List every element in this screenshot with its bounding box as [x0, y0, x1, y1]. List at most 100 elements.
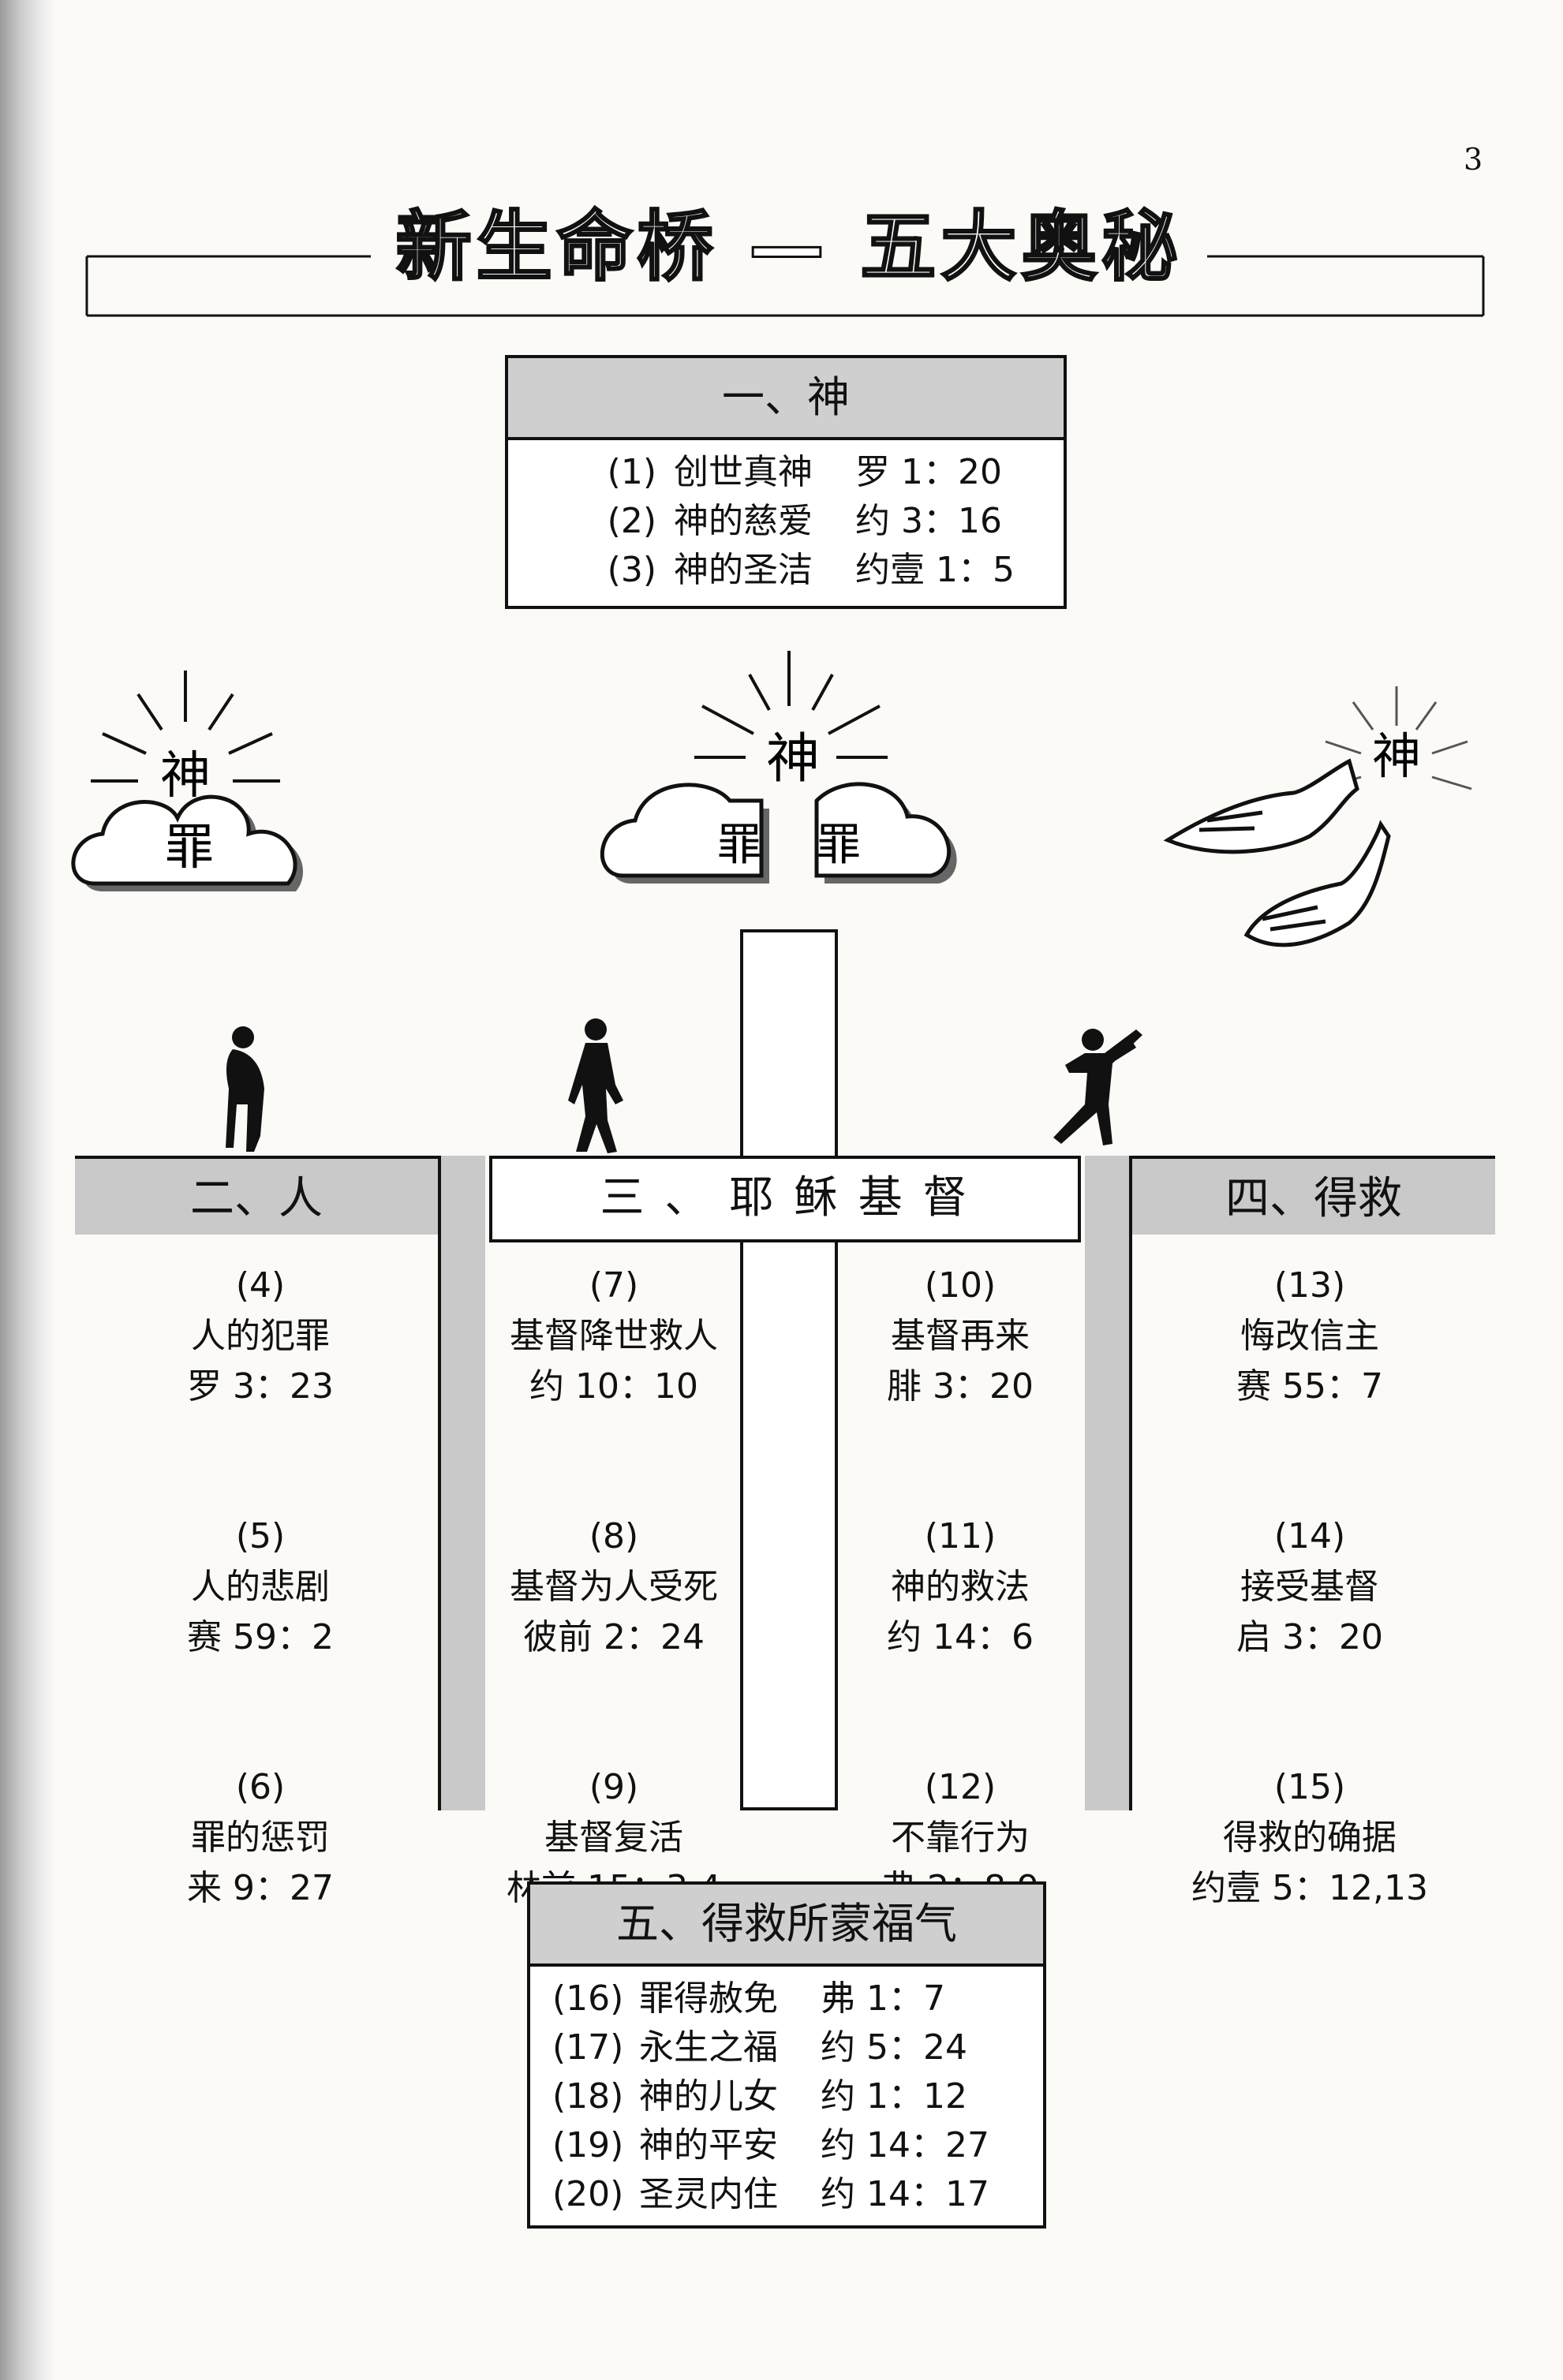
- item-ref: 罗 1：20: [855, 452, 1002, 492]
- list-item: (3)神的圣洁约壹 1：5: [587, 546, 1064, 595]
- item-ref: 启 3：20: [1236, 1617, 1383, 1657]
- god-label: 神: [766, 728, 820, 790]
- hands-icon: [1163, 758, 1391, 947]
- item-number: (13): [1273, 1265, 1346, 1306]
- item-ref: 腓 3：20: [887, 1366, 1034, 1407]
- item-name: 神的圣洁: [674, 550, 813, 590]
- item-ref: 弗 1：7: [821, 1978, 945, 2019]
- section-jesus-list-left: (7) 基督降世救人约 10：10 (8) 基督为人受死彼前 2：24 (9) 基督复…: [489, 1261, 738, 1914]
- item-number: (7): [589, 1265, 639, 1306]
- item-name: 人的犯罪: [191, 1316, 330, 1356]
- item-name: 罪的惩罚: [191, 1818, 330, 1858]
- list-item: (17)永生之福约 5：24: [552, 2023, 1043, 2072]
- item-ref: 约 1：12: [821, 2076, 967, 2117]
- section-blessings-box: 五、得救所蒙福气 (16)罪得赦免弗 1：7 (17)永生之福约 5：24 (1…: [527, 1881, 1046, 2229]
- section-god-box: 一、神 (1)创世真神罗 1：20 (2)神的慈爱约 3：16 (3)神的圣洁约…: [505, 355, 1067, 609]
- item-number: (1): [607, 452, 656, 492]
- light-rays-icon: [694, 651, 888, 759]
- list-item: (13) 悔改信主赛 55：7: [1136, 1261, 1483, 1412]
- list-item: (5) 人的悲剧赛 59：2: [95, 1511, 426, 1663]
- hunched-man-icon: [226, 1026, 264, 1152]
- item-number: (20): [552, 2174, 624, 2214]
- item-name: 人的悲剧: [191, 1567, 330, 1607]
- item-number: (3): [607, 550, 656, 590]
- item-number: (6): [235, 1767, 286, 1807]
- cross-vertical-beam: [740, 929, 838, 1810]
- item-number: (14): [1273, 1516, 1346, 1556]
- list-item: (20) 圣灵内住 约 14：17: [552, 2170, 1043, 2219]
- section-man-list: (4) 人的犯罪罗 3：23 (5) 人的悲剧赛 59：2 (6) 罪的惩罚来 9：2…: [95, 1261, 426, 1914]
- item-name: 得救的确据: [1223, 1818, 1397, 1858]
- item-ref: 约 5：24: [821, 2027, 967, 2068]
- sin-label-broken-left: 罪: [717, 820, 761, 871]
- item-name: 基督复活: [544, 1818, 683, 1858]
- item-number: (12): [924, 1767, 997, 1807]
- right-cliff-wall: [1085, 1156, 1132, 1810]
- item-number: (17): [552, 2027, 624, 2068]
- reaching-man-icon: [1053, 1029, 1142, 1145]
- item-ref: 罗 3：23: [187, 1366, 334, 1407]
- item-name: 悔改信主: [1240, 1316, 1379, 1356]
- list-item: (1) 创世真神 罗 1：20: [587, 448, 1064, 497]
- item-name: 接受基督: [1240, 1567, 1379, 1607]
- list-item: (10) 基督再来腓 3：20: [839, 1261, 1081, 1412]
- left-cliff-top: [75, 1156, 485, 1235]
- item-ref: 约 14：6: [887, 1617, 1034, 1657]
- item-number: (19): [552, 2125, 624, 2165]
- item-number: (4): [235, 1265, 286, 1306]
- list-item: (16)罪得赦免弗 1：7: [552, 1975, 1043, 2023]
- item-name: 基督为人受死: [510, 1567, 718, 1607]
- item-ref: 来 9：27: [187, 1868, 334, 1908]
- item-ref: 约壹 5：12,13: [1191, 1868, 1428, 1908]
- god-label: 神: [160, 747, 211, 805]
- item-name: 不靠行为: [891, 1818, 1030, 1858]
- list-item: (19)神的平安约 14：27: [552, 2121, 1043, 2170]
- cloud-icon: [71, 794, 304, 891]
- list-item: (2)神的慈爱约 3：16: [587, 497, 1064, 546]
- item-number: (15): [1273, 1767, 1346, 1807]
- list-item: (15) 得救的确据约壹 5：12,13: [1136, 1762, 1483, 1914]
- item-name: 神的慈爱: [674, 501, 813, 541]
- section-salvation-list: (13) 悔改信主赛 55：7 (14) 接受基督启 3：20 (15) 得救的确据约…: [1136, 1261, 1483, 1914]
- item-name: 圣灵内住: [639, 2174, 778, 2214]
- item-name: 神的儿女: [639, 2076, 778, 2117]
- item-number: (8): [589, 1516, 639, 1556]
- title-frame: [85, 255, 1485, 317]
- item-name: 罪得赦免: [639, 1978, 778, 2019]
- item-number: (5): [235, 1516, 286, 1556]
- item-number: (10): [924, 1265, 997, 1306]
- item-name: 神的救法: [891, 1567, 1030, 1607]
- item-ref: 赛 59：2: [187, 1617, 334, 1657]
- item-ref: 约 10：10: [529, 1366, 698, 1407]
- item-ref: 约 3：16: [855, 501, 1002, 541]
- right-cliff-top: [1085, 1156, 1495, 1235]
- item-number: (9): [589, 1767, 639, 1807]
- list-item: (7) 基督降世救人约 10：10: [489, 1261, 738, 1412]
- section-god-header: 一、神: [508, 358, 1064, 440]
- section-jesus-header: 三 、 耶 稣 基 督: [489, 1156, 1081, 1242]
- page-number: 3: [1464, 142, 1483, 177]
- section-blessings-header: 五、得救所蒙福气: [530, 1885, 1043, 1967]
- light-rays-icon: [91, 671, 280, 783]
- item-name: 创世真神: [674, 452, 813, 492]
- item-name: 神的平安: [639, 2125, 778, 2165]
- item-number: (11): [924, 1516, 997, 1556]
- list-item: (11) 神的救法约 14：6: [839, 1511, 1081, 1663]
- item-name: 基督降世救人: [510, 1316, 718, 1356]
- walking-man-icon: [568, 1018, 623, 1153]
- list-item: (18) 神的儿女 约 1：12: [552, 2072, 1043, 2121]
- item-name: 基督再来: [891, 1316, 1030, 1356]
- sin-label: 罪: [165, 818, 214, 876]
- item-ref: 赛 55：7: [1236, 1366, 1383, 1407]
- item-number: (18): [552, 2076, 624, 2117]
- item-ref: 约 14：17: [821, 2174, 989, 2214]
- cloud-icon: [600, 782, 957, 884]
- list-item: (6) 罪的惩罚来 9：27: [95, 1762, 426, 1914]
- item-ref: 彼前 2：24: [523, 1617, 705, 1657]
- section-salvation-header: 四、得救: [1225, 1173, 1402, 1224]
- sin-label-broken-right: 罪: [817, 820, 861, 871]
- bridge-illustration: 神 罪 神 罪 罪 神: [71, 651, 1472, 1153]
- section-man-header: 二、人: [190, 1173, 323, 1224]
- page-title: 新生命桥 — 五大奥秘: [394, 202, 1183, 293]
